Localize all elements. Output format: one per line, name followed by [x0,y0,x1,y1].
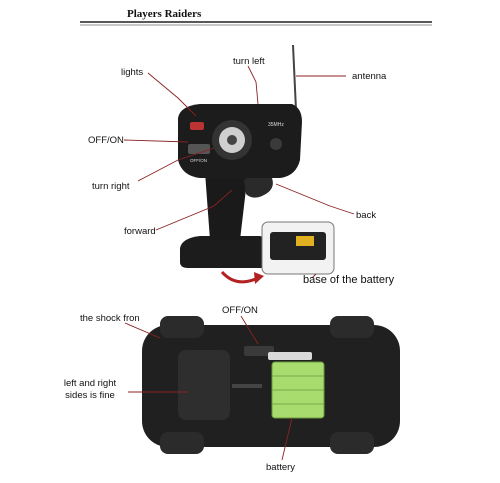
battery-wire [268,352,312,360]
car-power-switch[interactable] [244,346,274,356]
trim-knob[interactable] [270,138,282,150]
front-suspension [178,350,230,420]
antenna-rod [292,44,297,111]
leader-back [275,183,355,215]
callout-lights: lights [121,67,144,78]
callout-battery: battery [266,462,296,473]
arrow-curve [220,270,259,284]
battery-base-inset [261,221,335,275]
leader-turn-right [137,147,215,182]
trigger [244,173,273,198]
wheel-front-right [160,432,204,454]
arrow-head [254,272,264,284]
callout-turn-right: turn right [92,181,130,192]
power-switch[interactable] [188,144,210,154]
wheel-rear-right [330,432,374,454]
callout-off-on-car: OFF/ON [222,305,258,316]
wheel-front-left [160,316,204,338]
leader-forward [155,189,233,231]
brand-title: Players Raiders [127,8,202,20]
transmitter [178,44,302,268]
callout-antenna: antenna [352,71,387,82]
callout-back: back [356,210,377,221]
callout-base-of-battery: base of the battery [303,274,395,286]
wheel-center [227,135,237,145]
battery-terminal [296,236,314,246]
callout-turn-left: turn left [233,56,265,67]
frequency-text: 35MHz [268,122,284,128]
transmitter-handle [205,172,248,240]
switch-text: OFF/ON [190,158,207,163]
callout-sides-fine: left and right sides is fine [63,378,117,401]
leader-lines [123,65,355,461]
callout-forward: forward [124,226,156,237]
transmitter-base [180,236,272,268]
leader-turn-left [247,65,259,105]
wheel-rear-left [330,316,374,338]
callout-shock-front: the shock fron [80,313,140,324]
leader-off-on-car [240,315,259,345]
callout-off-on-transmitter: OFF/ON [88,135,124,146]
car-chassis [142,316,400,454]
leader-off-on-transmitter [123,139,189,143]
leader-lights [147,72,197,117]
light-indicator [190,122,204,130]
leader-battery-base [311,273,317,279]
leader-battery [281,417,293,461]
leader-shock-front [124,322,161,339]
